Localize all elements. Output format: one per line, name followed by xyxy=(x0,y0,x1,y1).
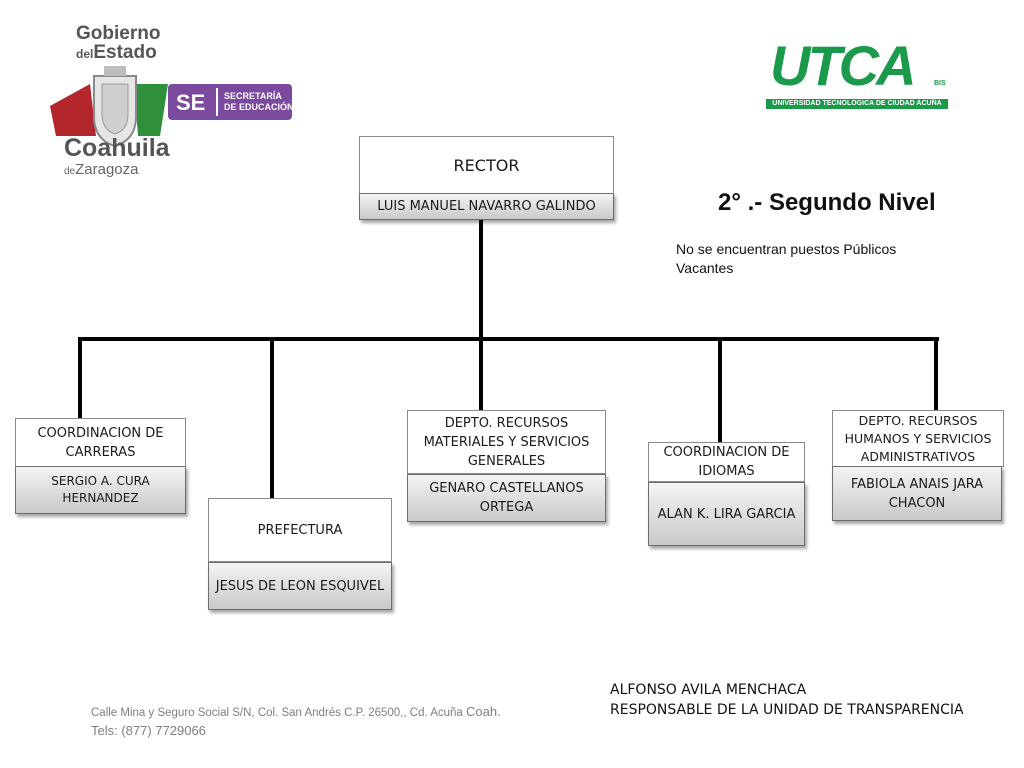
vacancy-note: No se encuentran puestos Públicos Vacant… xyxy=(676,241,897,276)
prefectura-name-box: JESUS DE LEON ESQUIVEL xyxy=(208,562,392,610)
idiomas-title: COORDINACION DE IDIOMAS xyxy=(663,445,790,479)
coordinacion-carreras-name-box: SERGIO A. CURA HERNANDEZ xyxy=(15,466,186,514)
idiomas-name: ALAN K. LIRA GARCIA xyxy=(657,506,796,522)
recursos-materiales-name: GENARO CASTELLANOS ORTEGA xyxy=(429,481,584,515)
connector-idiomas xyxy=(718,337,722,443)
connector-recursos-humanos xyxy=(934,337,938,411)
recursos-humanos-name-box: FABIOLA ANAIS JARA CHACON xyxy=(832,466,1002,521)
address-main: Calle Mina y Seguro Social S/N, Col. San… xyxy=(91,707,467,719)
prefectura-name: JESUS DE LEON ESQUIVEL xyxy=(215,578,385,594)
recursos-materiales-name-box: GENARO CASTELLANOS ORTEGA xyxy=(407,474,606,522)
secretaria-text: SECRETARÍA xyxy=(224,91,282,101)
utca-bis-text: BIS xyxy=(934,80,946,87)
phone-text: Tels: (877) 7729066 xyxy=(91,723,206,738)
recursos-humanos-name: FABIOLA ANAIS JARA CHACON xyxy=(850,476,984,511)
rector-title: RECTOR xyxy=(453,155,520,175)
coordinacion-carreras-title-box: COORDINACION DE CARRERAS xyxy=(15,418,186,467)
coordinacion-carreras-title: COORDINACION DE CARRERAS xyxy=(37,425,164,460)
idiomas-name-box: ALAN K. LIRA GARCIA xyxy=(648,482,805,546)
connector-recursos-materiales xyxy=(479,337,483,411)
utca-subtitle: UNIVERSIDAD TECNOLÓGICA DE CIUDAD ACUÑA xyxy=(766,99,948,109)
recursos-humanos-title-box: DEPTO. RECURSOS HUMANOS Y SERVICIOS ADMI… xyxy=(832,410,1004,467)
utca-brand-text: UTCA xyxy=(770,34,917,97)
signature-name: ALFONSO AVILA MENCHACA xyxy=(610,682,807,698)
recursos-materiales-title: DEPTO. RECURSOS MATERIALES Y SERVICIOS G… xyxy=(423,415,590,469)
rector-connector xyxy=(479,220,483,340)
se-text: SE xyxy=(176,90,206,115)
utca-logo: UTCA BIS UNIVERSIDAD TECNOLÓGICA DE CIUD… xyxy=(764,36,950,112)
gobierno-coahuila-logo: Gobierno delEstado SE SECRETARÍA DE EDUC… xyxy=(48,18,298,183)
horizontal-connector xyxy=(79,337,939,341)
rector-name-box: LUIS MANUEL NAVARRO GALINDO xyxy=(359,193,614,220)
footer-address: Calle Mina y Seguro Social S/N, Col. San… xyxy=(91,703,551,741)
estado-text: Estado xyxy=(93,42,157,63)
level-title: 2° .- Segundo Nivel xyxy=(718,189,936,216)
coat-of-arms-icon xyxy=(50,66,292,148)
prefectura-title: PREFECTURA xyxy=(257,522,343,538)
signature-block: ALFONSO AVILA MENCHACA RESPONSABLE DE LA… xyxy=(610,680,964,720)
rector-name: LUIS MANUEL NAVARRO GALINDO xyxy=(377,199,596,214)
de-text: de xyxy=(64,166,76,177)
coordinacion-carreras-name: SERGIO A. CURA HERNANDEZ xyxy=(51,474,150,505)
connector-coordinacion-carreras xyxy=(78,337,82,419)
recursos-humanos-title: DEPTO. RECURSOS HUMANOS Y SERVICIOS ADMI… xyxy=(844,412,992,464)
gobierno-text: Gobierno xyxy=(76,23,161,44)
signature-role: RESPONSABLE DE LA UNIDAD DE TRANSPARENCI… xyxy=(610,702,964,718)
rector-title-box: RECTOR xyxy=(359,136,614,194)
zaragoza-text: Zaragoza xyxy=(75,161,139,178)
connector-prefectura xyxy=(270,337,274,499)
coahuila-text: Coahuila xyxy=(64,134,170,162)
recursos-materiales-title-box: DEPTO. RECURSOS MATERIALES Y SERVICIOS G… xyxy=(407,410,606,474)
prefectura-title-box: PREFECTURA xyxy=(208,498,392,562)
address-end: Coah. xyxy=(466,704,501,719)
educacion-text: DE EDUCACIÓN xyxy=(224,102,294,112)
del-text: del xyxy=(76,47,94,61)
idiomas-title-box: COORDINACION DE IDIOMAS xyxy=(648,442,805,482)
